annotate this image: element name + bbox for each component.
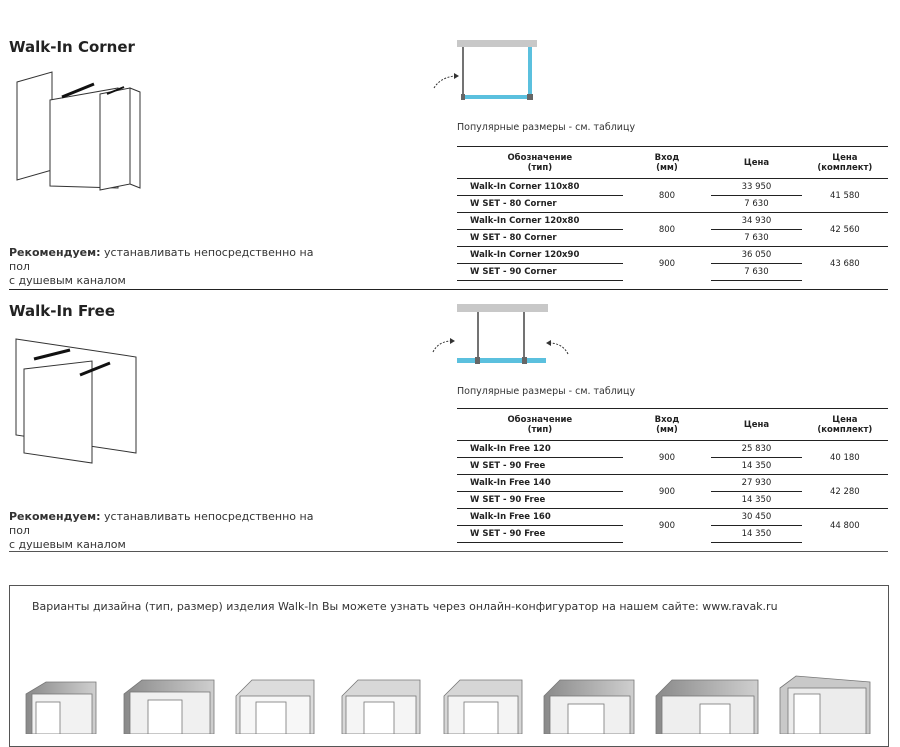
variant-thumbnail [779,675,871,734]
col-header-inlet: Вход(мм) [622,146,712,179]
variant-thumbnail [235,679,315,734]
variant-thumbnail [543,679,635,734]
variant-thumbnail [443,679,523,734]
walk-in-corner-product-illustration [16,71,141,191]
col-header-price: Цена [711,146,802,179]
table-row: W SET - 90 Free 14 350 [457,491,888,509]
col-header-inlet: Вход(мм) [622,408,712,441]
table-row: Walk-In Free 120 900 25 830 40 180 [470,444,860,463]
col-header-set-price: Цена(комплект) [801,146,888,179]
table-row: Walk-In Free 160 900 30 450 44 800 [457,508,888,543]
table-row: W SET - 90 Free 14 350 [457,457,888,475]
price-table-free: Обозначение(тип) Вход(мм) Цена Цена(комп… [457,408,888,543]
table-row: W SET - 90 Corner 7 630 [457,263,888,281]
section-title-free: Walk-In Free [9,302,115,320]
recommendation-note-corner: Рекомендуем: устанавливать непосредствен… [9,246,314,287]
walk-in-free-plan-diagram [432,304,569,364]
table-row: Walk-In Free 140 900 27 930 42 280 [457,474,888,509]
col-header-set-price: Цена(комплект) [801,408,888,441]
variant-thumbnail [25,681,97,734]
popular-sizes-note: Популярные размеры - см. таблицу [457,122,636,133]
walk-in-corner-plan-diagram [433,40,537,100]
table-row: Walk-In Corner 110x80 800 33 950 41 580 [470,182,860,201]
variant-thumbnail [341,679,421,734]
table-row: W SET - 80 Corner 7 630 [457,229,888,247]
price-table-corner: Обозначение(тип) Вход(мм) Цена Цена(комп… [457,146,888,281]
table-header-row: Обозначение(тип) Вход(мм) Цена Цена(комп… [457,146,888,179]
col-header-price: Цена [711,408,802,441]
table-row: Walk-In Corner 120x80 800 34 930 42 560 [457,212,888,247]
table-header-row: Обозначение(тип) Вход(мм) Цена Цена(комп… [457,408,888,441]
col-header-name: Обозначение(тип) [457,408,623,441]
section-title-corner: Walk-In Corner [9,38,135,56]
configurator-info-text: Варианты дизайна (тип, размер) изделия W… [32,600,778,613]
popular-sizes-note: Популярные размеры - см. таблицу [457,386,636,397]
table-row: W SET - 90 Free 14 350 [457,525,888,543]
configurator-info-box: Варианты дизайна (тип, размер) изделия W… [9,585,889,747]
table-row: W SET - 80 Corner 7 630 [457,195,888,213]
variant-thumbnail [123,679,215,734]
variant-thumbnail [655,679,759,734]
section-divider [9,551,888,552]
table-row: Walk-In Corner 120x90 900 36 050 43 680 [457,246,888,281]
recommendation-note-free: Рекомендуем: устанавливать непосредствен… [9,510,314,551]
section-divider [9,289,888,290]
walk-in-free-product-illustration [15,338,137,464]
design-variants-thumbnails [25,675,871,734]
col-header-name: Обозначение(тип) [457,146,623,179]
